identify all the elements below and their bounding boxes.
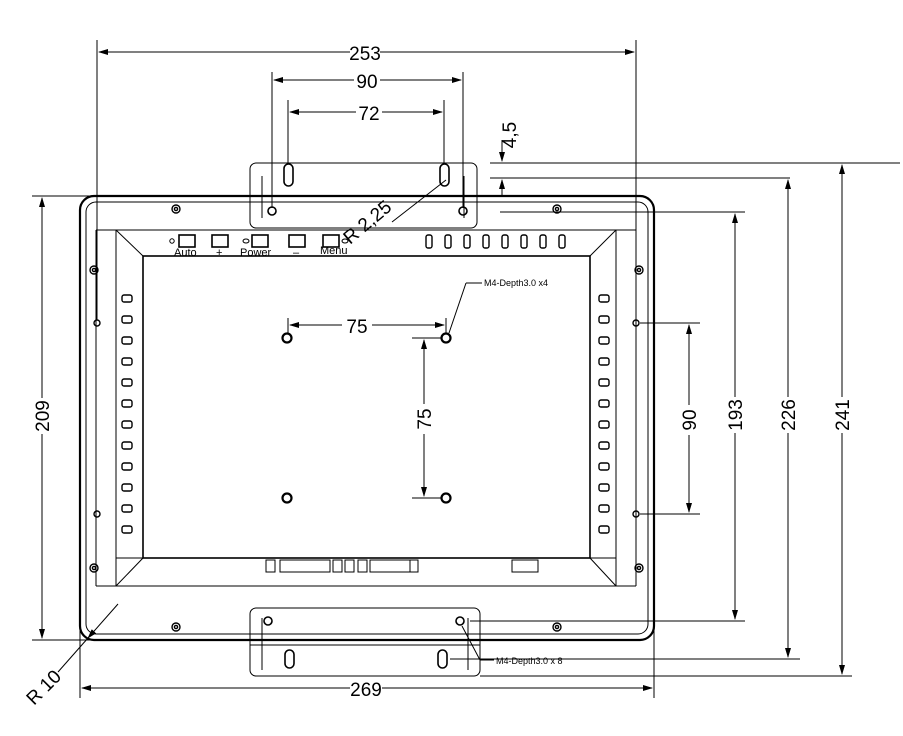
vent-slot xyxy=(520,234,528,249)
vent-slot xyxy=(121,336,133,345)
dim-overall-width: 253 xyxy=(349,44,381,65)
dim-left-height: 209 xyxy=(33,400,54,432)
top-bracket-hole-right xyxy=(458,206,468,216)
vent-slot xyxy=(482,234,490,249)
led-indicator xyxy=(169,238,175,244)
power-button[interactable] xyxy=(251,234,269,248)
vent-slot xyxy=(121,378,133,387)
vent-slot xyxy=(598,357,610,366)
button-label-menu: Menu xyxy=(320,245,348,257)
button-label-plus: + xyxy=(216,247,222,259)
vent-slot xyxy=(598,441,610,450)
vent-slot xyxy=(444,234,452,249)
auto-button[interactable] xyxy=(178,234,196,248)
plus-button[interactable] xyxy=(211,234,229,248)
vents-top xyxy=(425,234,566,249)
vent-slot xyxy=(598,294,610,303)
dim-bottom-width: 269 xyxy=(350,680,382,701)
vent-slot xyxy=(598,462,610,471)
vent-slot xyxy=(121,399,133,408)
screen-area xyxy=(142,255,591,559)
vent-slot xyxy=(121,525,133,534)
vent-slot xyxy=(463,234,471,249)
dim-slot-radius: R 2,25 xyxy=(340,197,396,249)
monitor-frame xyxy=(78,194,656,642)
dim-top-bracket-inner: 72 xyxy=(358,104,379,125)
menu-button[interactable] xyxy=(322,234,340,248)
button-label-power: Power xyxy=(240,247,272,259)
dimension-lines: 253 90 72 4,5 R 2,25 75 75 xyxy=(23,40,900,710)
callout-bracket-holes: M4-Depth3.0 x 8 xyxy=(496,656,563,666)
vent-slot xyxy=(598,315,610,324)
vent-slot xyxy=(121,420,133,429)
top-bracket-hole-left xyxy=(267,206,277,216)
top-slot-right xyxy=(439,163,450,187)
vent-slot xyxy=(121,315,133,324)
vent-slot xyxy=(121,441,133,450)
dim-side-hole-spacing: 90 xyxy=(680,409,701,430)
vent-slot xyxy=(558,234,566,249)
bottom-bracket-hole-right xyxy=(455,616,465,626)
vent-slot xyxy=(121,357,133,366)
top-slot-left xyxy=(283,163,294,187)
vent-slot xyxy=(501,234,509,249)
vent-slot xyxy=(598,336,610,345)
vent-slot xyxy=(121,483,133,492)
bottom-slot-left xyxy=(284,649,295,669)
vent-slot xyxy=(425,234,433,249)
vent-slot xyxy=(598,504,610,513)
control-buttons: Auto + Power – Menu xyxy=(169,234,349,259)
vent-slot xyxy=(121,504,133,513)
vent-slot xyxy=(598,525,610,534)
dim-frame-height: 193 xyxy=(726,399,747,431)
vent-slot xyxy=(598,378,610,387)
dim-vesa-horizontal: 75 xyxy=(346,317,367,338)
button-label-minus: – xyxy=(293,247,300,259)
dim-total-height: 241 xyxy=(833,399,854,431)
vents-right xyxy=(598,294,610,534)
button-label-auto: Auto xyxy=(174,247,197,259)
bottom-bracket-hole-left xyxy=(263,616,273,626)
bottom-slot-right xyxy=(437,649,448,669)
dim-offset: 4,5 xyxy=(500,122,521,148)
callout-vesa-holes: M4-Depth3.0 x4 xyxy=(484,278,548,288)
vent-slot xyxy=(598,483,610,492)
vent-slot xyxy=(121,462,133,471)
dim-top-bracket-outer: 90 xyxy=(356,72,377,93)
vent-slot xyxy=(539,234,547,249)
dim-corner-radius: R 10 xyxy=(23,666,66,709)
bottom-bracket xyxy=(249,607,481,677)
dim-vesa-vertical: 75 xyxy=(415,408,436,429)
vent-slot xyxy=(598,399,610,408)
vent-slot xyxy=(121,294,133,303)
vents-left xyxy=(121,294,133,534)
minus-button[interactable] xyxy=(288,234,306,248)
dim-mid-height: 226 xyxy=(779,399,800,431)
vent-slot xyxy=(598,420,610,429)
